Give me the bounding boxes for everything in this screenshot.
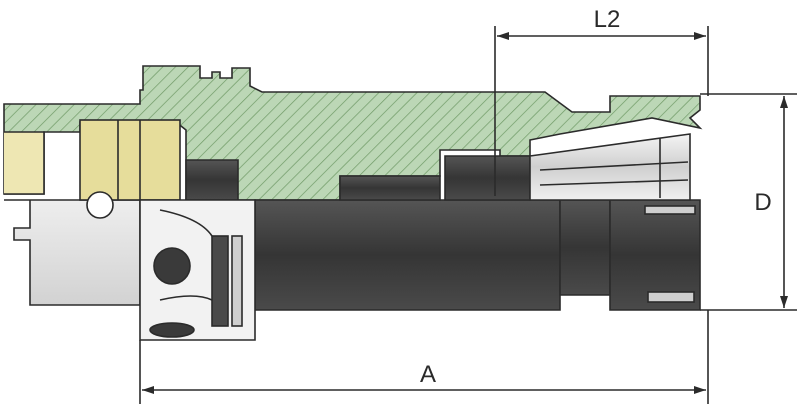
dimension-d: D bbox=[700, 93, 797, 311]
nut-slots bbox=[644, 205, 696, 303]
drive-key bbox=[4, 119, 181, 219]
dimension-a-label: A bbox=[420, 361, 436, 388]
dimension-l2-label: L2 bbox=[594, 6, 621, 33]
front-lower-structure bbox=[139, 199, 256, 341]
collet bbox=[529, 133, 691, 201]
dimension-d-label: D bbox=[754, 189, 771, 216]
dimension-l2: L2 bbox=[494, 6, 709, 196]
holder-section-upper bbox=[3, 65, 703, 201]
shank-lower bbox=[4, 199, 141, 306]
dark-body bbox=[185, 155, 701, 311]
dimension-a: A bbox=[139, 310, 709, 404]
